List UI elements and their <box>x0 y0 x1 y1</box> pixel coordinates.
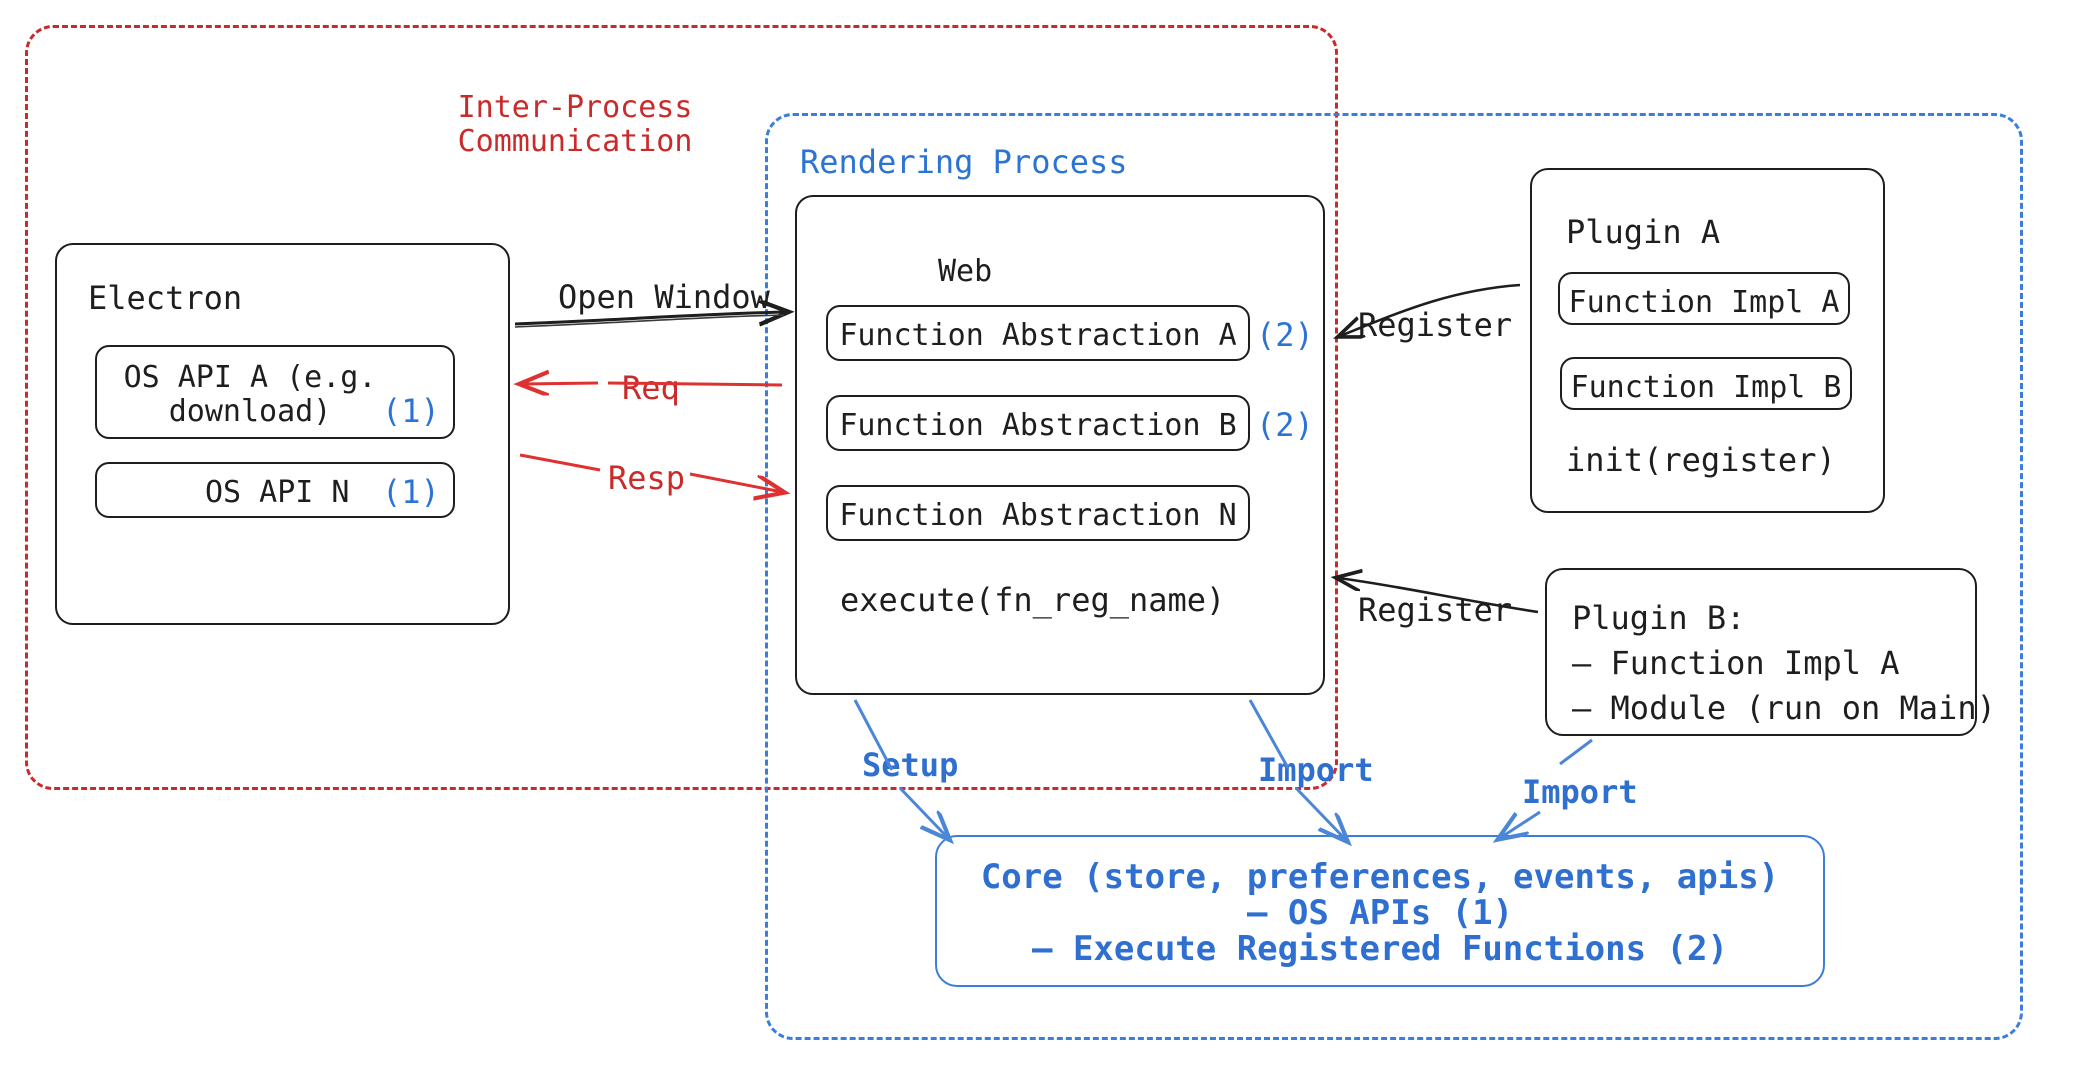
plugin-a-function-impl-b-label: Function Impl B <box>1570 370 1842 405</box>
edge-label-register-top: Register <box>1358 306 1513 344</box>
os-api-a-marker: (1) <box>382 392 440 430</box>
edge-label-import-web: Import <box>1258 751 1374 789</box>
plugin-a-function-impl-a-label: Function Impl A <box>1568 285 1840 320</box>
plugin-a-function-impl-b-box[interactable] <box>1560 357 1852 410</box>
os-api-a-label-line1: OS API A (e.g. <box>123 360 377 395</box>
plugin-a-box <box>1530 168 1885 513</box>
os-api-n-marker: (1) <box>382 473 440 511</box>
edge-label-import-plugin-b: Import <box>1522 773 1638 811</box>
edge-label-setup: Setup <box>862 746 959 784</box>
core-line-1: Core (store, preferences, events, apis) <box>980 857 1780 897</box>
edge-label-register-bottom: Register <box>1358 591 1513 629</box>
plugin-b-item-2: – Module (run on Main) <box>1572 689 1996 727</box>
electron-box <box>55 243 510 625</box>
plugin-a-init-label: init(register) <box>1566 441 1836 479</box>
function-abstraction-b-box[interactable] <box>826 395 1250 451</box>
web-title: Web <box>938 254 993 289</box>
plugin-b-item-1: – Function Impl A <box>1572 644 1900 682</box>
edge-label-resp: Resp <box>608 459 686 497</box>
function-abstraction-b-marker: (2) <box>1256 406 1314 444</box>
group-rendering-process-label: Rendering Process <box>800 143 1128 181</box>
web-execute-label: execute(fn_reg_name) <box>840 581 1226 619</box>
function-abstraction-a-box[interactable] <box>826 305 1250 361</box>
plugin-a-function-impl-a-box[interactable] <box>1558 272 1850 325</box>
group-ipc-label-line1: Inter-Process <box>457 90 693 125</box>
plugin-a-title: Plugin A <box>1566 213 1721 251</box>
core-line-2: – OS APIs (1) <box>1246 893 1514 933</box>
function-abstraction-n-box[interactable] <box>826 485 1250 541</box>
function-abstraction-a-marker: (2) <box>1256 316 1314 354</box>
electron-title: Electron <box>88 279 243 317</box>
os-api-n-box[interactable] <box>95 462 455 518</box>
plugin-b-box <box>1545 568 1977 736</box>
function-abstraction-n-label: Function Abstraction N <box>839 498 1237 533</box>
edge-label-req: Req <box>622 369 680 407</box>
group-rendering-process <box>765 113 2023 1040</box>
plugin-b-title: Plugin B: <box>1572 599 1746 637</box>
web-box <box>795 195 1325 695</box>
group-inter-process-communication <box>25 25 1338 790</box>
function-abstraction-b-label: Function Abstraction B <box>839 408 1237 443</box>
os-api-a-label-line2: download) <box>168 394 332 429</box>
os-api-a-box[interactable] <box>95 345 455 439</box>
core-line-3: – Execute Registered Functions (2) <box>1032 929 1728 969</box>
edge-label-open-window: Open Window <box>558 278 770 316</box>
os-api-n-label: OS API N <box>205 475 350 510</box>
function-abstraction-a-label: Function Abstraction A <box>839 318 1237 353</box>
core-box <box>935 835 1825 987</box>
group-ipc-label-line2: Communication <box>457 124 693 159</box>
